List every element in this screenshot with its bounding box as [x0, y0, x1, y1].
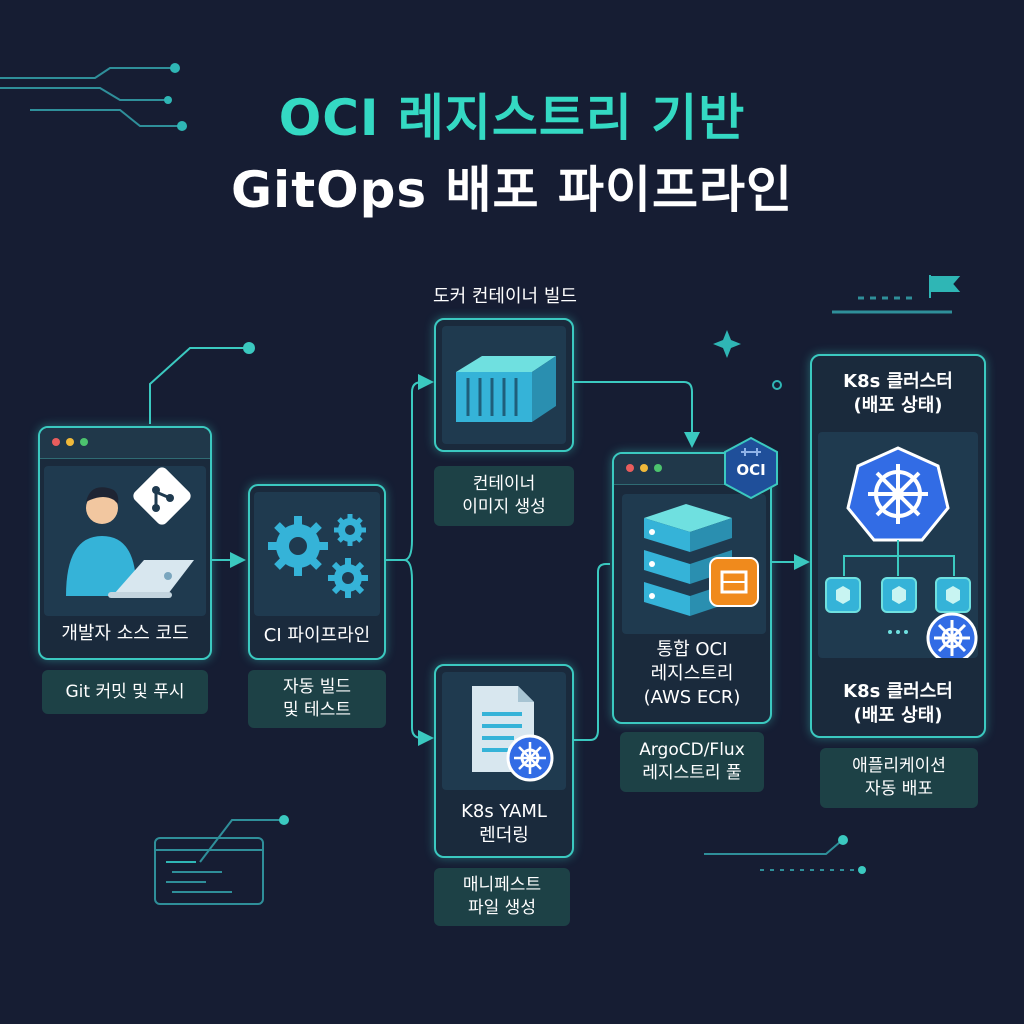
code-window-decoration — [154, 819, 280, 905]
oci-badge-text: OCI — [736, 461, 766, 479]
page-title-line2: GitOps 배포 파이프라인 — [231, 161, 793, 219]
kubernetes-helm-icon — [818, 432, 978, 664]
gears-icon — [254, 492, 380, 616]
developer-source-label: 개발자 소스 코드 — [61, 623, 189, 644]
server-stack-ecr-icon — [622, 494, 766, 634]
window-dot-yellow — [640, 464, 648, 472]
k8s-yaml-card: K8s YAML 렌더링 — [434, 664, 574, 858]
oci-registry-label: 통합 OCI 레지스트리 (AWS ECR) — [643, 639, 741, 708]
window-dot-red — [626, 464, 634, 472]
yaml-document-k8s-icon — [442, 672, 566, 790]
container-build-card — [434, 318, 574, 452]
container-icon — [442, 326, 566, 444]
auto-build-pill: 자동 빌드 및 테스트 — [248, 670, 386, 728]
container-image-pill: 컨테이너 이미지 생성 — [434, 466, 574, 526]
window-dot-red — [52, 438, 60, 446]
argo-pull-pill: ArgoCD/Flux 레지스트리 풀 — [620, 732, 764, 792]
k8s-cluster-label: K8s 클러스터 (배포 상태) — [843, 681, 953, 726]
manifest-pill: 매니페스트 파일 생성 — [434, 868, 570, 926]
ci-pipeline-card: CI 파이프라인 — [248, 484, 386, 660]
git-commit-pill: Git 커밋 및 푸시 — [42, 670, 208, 714]
k8s-yaml-label: K8s YAML 렌더링 — [461, 801, 547, 846]
developer-laptop-git-icon — [44, 466, 206, 616]
sparkle-icon — [713, 330, 741, 358]
window-dot-green — [654, 464, 662, 472]
flag-icon — [929, 275, 961, 298]
window-dot-yellow — [66, 438, 74, 446]
page-title-line1: OCI 레지스트리 기반 — [278, 89, 746, 147]
circuit-decoration-bottom-right — [704, 841, 858, 871]
dash-decoration-top-right — [832, 296, 952, 314]
developer-source-card: 개발자 소스 코드 — [38, 426, 212, 660]
app-deploy-pill: 애플리케이션 자동 배포 — [820, 748, 978, 808]
k8s-cluster-title: K8s 클러스터 (배포 상태) — [843, 371, 953, 416]
oci-badge: OCI — [723, 436, 779, 500]
window-titlebar — [40, 428, 210, 459]
window-dot-green — [80, 438, 88, 446]
circuit-decoration-top-left — [0, 67, 180, 127]
ci-pipeline-label: CI 파이프라인 — [263, 625, 371, 646]
docker-build-label: 도커 컨테이너 빌드 — [433, 286, 577, 307]
k8s-cluster-card: K8s 클러스터 (배포 상태) — [810, 354, 986, 738]
